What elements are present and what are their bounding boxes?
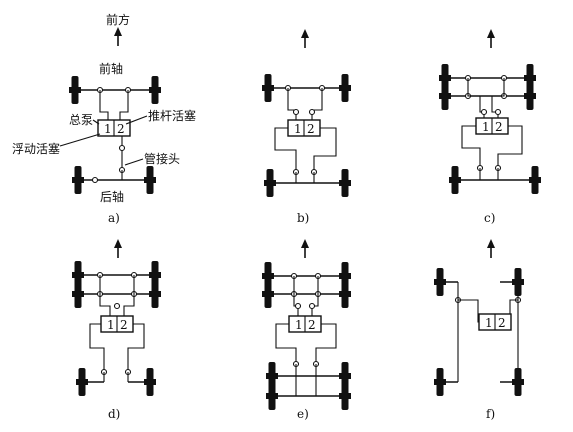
node <box>292 108 300 116</box>
wheel-fl-f <box>434 268 446 296</box>
caption-c: c) <box>484 211 495 225</box>
wheel-fl2-d <box>72 280 84 308</box>
master-cylinder-d <box>100 315 134 333</box>
master-cylinder-f <box>478 313 512 331</box>
front-arrow-c <box>486 28 496 49</box>
panel-d: 1 2 d) <box>72 238 161 421</box>
label-front-axle: 前轴 <box>99 61 123 76</box>
front-arrow-b <box>300 28 310 49</box>
master-cylinder-b <box>287 119 321 137</box>
brake-line <box>274 127 297 172</box>
wheel-rr-f <box>512 368 524 396</box>
node <box>294 302 302 310</box>
panel-e: 1 2 e) <box>262 238 351 421</box>
label-front: 前方 <box>106 12 130 27</box>
brake-line <box>119 90 129 120</box>
wheel-fl2-c <box>439 82 451 110</box>
brake-line <box>123 275 135 316</box>
wheel-rr-c <box>529 166 541 194</box>
wheel-fl-a <box>69 76 81 104</box>
chamber-2: 2 <box>308 318 316 332</box>
node <box>308 302 316 310</box>
brake-line <box>497 125 523 168</box>
chamber-1: 1 <box>294 122 302 136</box>
wheel-fr-a <box>149 76 161 104</box>
chamber-1: 1 <box>104 122 112 136</box>
wheel-fl2-e <box>262 280 274 308</box>
wheel-rr-a <box>144 166 156 194</box>
leader <box>92 119 100 125</box>
panel-c: 1 2 c) <box>439 28 541 225</box>
wheel-rl-b <box>264 169 276 197</box>
label-push-rod-piston: 推杆活塞 <box>148 108 196 123</box>
node <box>480 108 488 116</box>
wheel-fr-b <box>339 74 351 102</box>
master-cylinder-a <box>97 119 131 137</box>
chamber-1: 1 <box>482 120 490 134</box>
chamber-2: 2 <box>495 120 503 134</box>
node <box>308 108 316 116</box>
front-arrow-a <box>113 26 123 47</box>
brake-line <box>127 323 145 372</box>
master-cylinder-c <box>475 117 509 135</box>
wheel-fr2-e <box>339 280 351 308</box>
wheel-rr-b <box>339 169 351 197</box>
chamber-1: 1 <box>295 318 303 332</box>
brake-line <box>311 276 319 316</box>
wheel-fr2-d <box>149 280 161 308</box>
label-master-cylinder: 总泵 <box>69 113 93 127</box>
label-pipe-joint: 管接头 <box>144 151 180 166</box>
chamber-1: 1 <box>485 316 493 330</box>
wheel-rl-d <box>76 368 88 396</box>
caption-d: d) <box>108 407 120 421</box>
chamber-2: 2 <box>120 318 128 332</box>
wheel-rl2-e <box>266 382 278 410</box>
chamber-2: 2 <box>498 316 506 330</box>
front-arrow-d <box>113 238 123 259</box>
wheel-rl-c <box>449 166 461 194</box>
chamber-1: 1 <box>107 318 115 332</box>
brake-line <box>311 88 323 120</box>
brake-line <box>313 127 337 172</box>
caption-b: b) <box>297 211 309 225</box>
node <box>113 302 121 310</box>
caption-e: e) <box>297 407 309 421</box>
brake-line <box>293 276 299 316</box>
wheel-fl-b <box>262 74 274 102</box>
panel-b: 1 2 b) <box>262 28 351 225</box>
leader <box>125 115 148 125</box>
chamber-2: 2 <box>307 122 315 136</box>
wheel-fr2-c <box>524 82 536 110</box>
wheel-rl-a <box>72 166 84 194</box>
caption-a: a) <box>108 211 120 225</box>
node <box>118 144 126 152</box>
panel-f: 1 2 f) <box>434 238 524 421</box>
brake-line <box>89 323 105 372</box>
leader <box>59 133 101 147</box>
wheel-rr-d <box>144 368 156 396</box>
brake-line <box>287 88 297 120</box>
wheel-rr2-e <box>339 382 351 410</box>
chamber-2: 2 <box>117 122 125 136</box>
node <box>91 176 99 184</box>
front-arrow-f <box>486 238 496 259</box>
brake-line <box>99 275 111 316</box>
wheel-rl-f <box>434 368 446 396</box>
front-arrow-e <box>300 238 310 259</box>
brake-line <box>315 323 337 364</box>
leader <box>124 158 144 166</box>
brake-line <box>99 90 109 120</box>
panel-a: 前方 前轴 1 2 总泵 推杆活塞 浮动活塞 管接头 后轴 a) <box>12 12 196 225</box>
node <box>494 108 502 116</box>
label-rear-axle: 后轴 <box>100 189 124 204</box>
brake-line <box>461 125 481 168</box>
caption-f: f) <box>486 407 495 421</box>
label-floating-piston: 浮动活塞 <box>12 141 60 156</box>
brake-line <box>275 323 297 364</box>
master-cylinder-e <box>288 315 322 333</box>
